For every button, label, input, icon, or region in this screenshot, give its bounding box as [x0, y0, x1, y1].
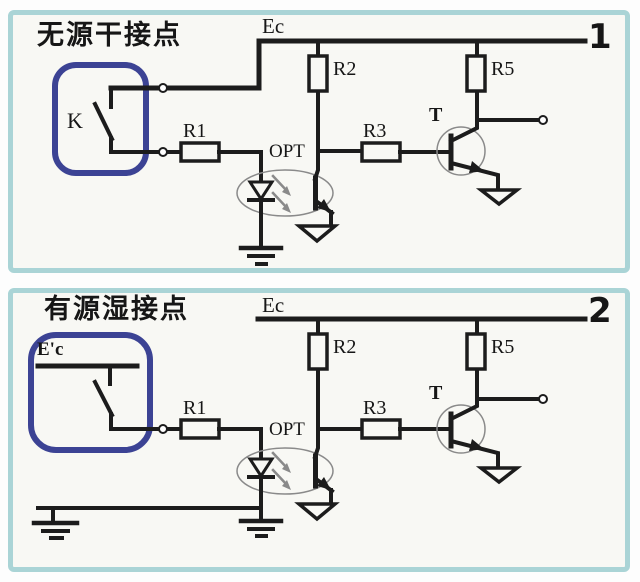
power-rail — [108, 38, 588, 91]
ground-arrow-symbol — [475, 188, 523, 207]
emitter — [448, 438, 500, 469]
wire-r1-to-led — [217, 150, 263, 184]
circuit-1 — [92, 38, 588, 266]
rail-stubs — [316, 317, 479, 336]
led-triangle — [247, 180, 275, 202]
light-arrows-icon — [271, 451, 291, 490]
collector — [448, 89, 479, 144]
resistor-r1 — [179, 418, 221, 440]
opt-label: OPT — [269, 141, 305, 162]
r2-label: R2 — [333, 58, 357, 80]
return-wire — [36, 506, 263, 521]
emitter-arrowhead — [317, 199, 331, 212]
earth-ground-symbol — [238, 245, 284, 266]
transistor-outline — [436, 404, 486, 454]
light-arrows-icon — [271, 174, 291, 213]
r2-label: R2 — [333, 336, 357, 358]
resistor-r5 — [465, 332, 487, 371]
transistor-label: T — [429, 104, 443, 126]
transistor-label: T — [429, 382, 443, 404]
transistor-outline — [436, 126, 486, 176]
switch-k-label: K — [67, 108, 83, 133]
terminal-dot — [158, 424, 168, 434]
panel2-number-badge: 2 — [588, 291, 612, 331]
resistor-r1 — [179, 141, 221, 163]
source-switch — [35, 363, 183, 431]
earth-ground-symbol — [238, 518, 284, 538]
output-terminal-dot — [538, 115, 548, 125]
emitter-arrowhead — [469, 161, 484, 173]
r5-label: R5 — [491, 336, 515, 358]
dry-contact-highlight-box — [52, 62, 149, 176]
r1-label: R1 — [183, 120, 207, 142]
ec-rail-label: Ec — [262, 14, 285, 38]
r3-label: R3 — [363, 397, 387, 419]
photo-collector — [312, 367, 320, 460]
r3-label: R3 — [363, 120, 387, 142]
resistor-r2 — [307, 332, 329, 371]
earth-ground-symbol — [31, 506, 80, 540]
ground-arrow-symbol — [294, 502, 340, 522]
ec-prime-source-label: E'c — [37, 339, 64, 360]
collector — [448, 367, 479, 422]
r5-label: R5 — [491, 58, 515, 80]
resistor-r5 — [465, 54, 487, 93]
r1-label: R1 — [183, 397, 207, 419]
wet-contact-highlight-box — [28, 332, 153, 453]
wire-r1-to-led — [217, 427, 263, 461]
panel1-number-badge: 1 — [588, 17, 612, 57]
emitter — [448, 160, 500, 191]
ground-arrow-symbol — [294, 224, 340, 244]
npn-transistor — [436, 89, 523, 207]
panel1-title: 无源干接点 — [37, 20, 182, 50]
panel2-title: 有源湿接点 — [44, 294, 189, 324]
emitter-arrowhead — [469, 439, 484, 451]
optocoupler-outline — [236, 447, 334, 495]
ec-rail-label: Ec — [262, 293, 285, 317]
rail-stubs — [316, 39, 479, 58]
optocoupler-outline — [236, 169, 334, 217]
resistor-r3 — [360, 418, 402, 440]
emitter-arrowhead — [317, 477, 331, 490]
terminal-dot — [158, 147, 168, 157]
opt-label: OPT — [269, 419, 305, 440]
resistor-r3 — [360, 141, 402, 163]
resistor-r2 — [307, 54, 329, 93]
ground-arrow-symbol — [475, 466, 523, 485]
photo-collector — [312, 89, 320, 182]
optocoupler — [236, 367, 340, 522]
output-terminal-dot — [538, 394, 548, 404]
switch-blade — [92, 101, 115, 142]
switch-blade — [92, 379, 115, 418]
led-triangle — [247, 457, 275, 479]
switch-k — [92, 86, 183, 154]
npn-transistor — [436, 367, 523, 485]
circuit-2 — [31, 316, 588, 540]
terminal-dot — [158, 83, 168, 93]
optocoupler — [236, 89, 340, 248]
